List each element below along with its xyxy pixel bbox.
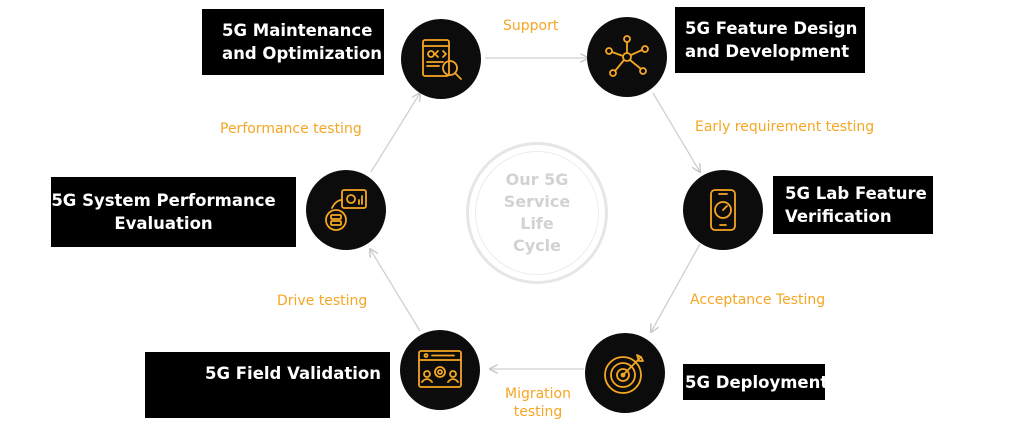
node-maintenance: [401, 19, 481, 99]
stage-label-deployment: 5G Deployment: [683, 364, 828, 400]
target-arrow-icon: [604, 354, 644, 394]
stage-label-maintenance: 5G Maintenance and Optimization: [202, 9, 384, 75]
stage-label-feature-design: 5G Feature Design and Development: [675, 7, 865, 73]
monitor-gear-users-icon: [418, 350, 462, 388]
edge-label-performance-testing: Performance testing: [220, 121, 362, 137]
lifecycle-center-circle: Our 5G Service Life Cycle: [466, 142, 608, 284]
edge-label-migration-testing: Migration testing: [504, 386, 571, 420]
code-screen-magnifier-icon: [422, 39, 462, 80]
edge-label-early-requirement-testing: Early requirement testing: [695, 119, 875, 135]
node-lab-verification: [683, 170, 763, 250]
stage-label-lab-verification: 5G Lab Feature Verification: [773, 176, 933, 234]
mobile-dial-icon: [710, 189, 736, 231]
server-chart-gear-icon: [325, 189, 367, 231]
edge-label-acceptance-testing: Acceptance Testing: [690, 292, 826, 308]
node-feature-design: [587, 17, 667, 97]
node-deployment: [585, 333, 665, 413]
arrow-acceptance-testing: [651, 243, 701, 332]
node-performance-evaluation: [306, 170, 386, 250]
lifecycle-center-title: Our 5G Service Life Cycle: [503, 170, 571, 255]
edge-label-support: Support: [503, 18, 559, 34]
arrow-performance-testing: [370, 93, 420, 173]
edge-label-drive-testing: Drive testing: [277, 293, 368, 309]
stage-label-field-validation: 5G Field Validation: [145, 352, 390, 418]
stage-label-performance-evaluation: 5G System Performance Evaluation: [51, 177, 296, 247]
network-node-icon: [605, 35, 649, 77]
arrow-drive-testing: [370, 249, 421, 332]
node-field-validation: [400, 330, 480, 410]
arrow-early-requirement-testing: [652, 92, 700, 172]
